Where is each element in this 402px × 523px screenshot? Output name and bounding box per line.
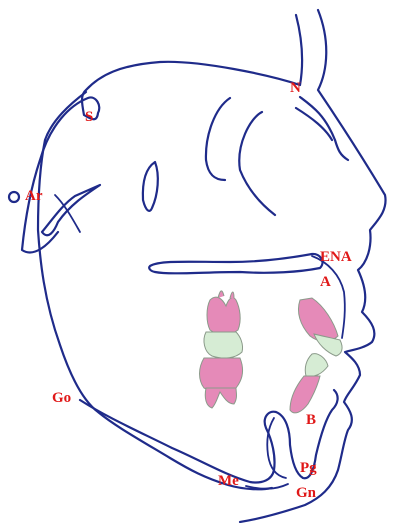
landmark-go: Go [52, 390, 71, 406]
lower-incisor [290, 354, 328, 413]
orbit-line [206, 98, 230, 180]
mandible-lower [246, 484, 288, 489]
landmark-ar: Ar [25, 188, 43, 204]
landmark-ena: ENA [320, 249, 352, 265]
landmark-me: Me [218, 473, 239, 489]
skull-back [38, 92, 272, 489]
landmark-a: A [320, 274, 331, 290]
landmark-s: S [85, 109, 93, 125]
soft-tissue-profile [240, 10, 386, 522]
porion-circle [9, 192, 19, 202]
molar-upper [204, 291, 243, 358]
landmark-n: N [290, 80, 301, 96]
landmark-pg: Pg [300, 460, 317, 476]
skull-outline [22, 15, 302, 252]
symphysis-inner [267, 418, 286, 478]
condyle-line [42, 185, 100, 235]
orbit-inner-line [239, 112, 275, 215]
landmark-gn: Gn [296, 485, 317, 501]
palatal-plane [149, 254, 322, 273]
landmark-b: B [306, 412, 316, 428]
ramus-line [55, 195, 80, 232]
upper-incisor [298, 298, 342, 356]
pterygomaxillary-fissure [143, 162, 158, 211]
molar-lower [200, 358, 243, 408]
